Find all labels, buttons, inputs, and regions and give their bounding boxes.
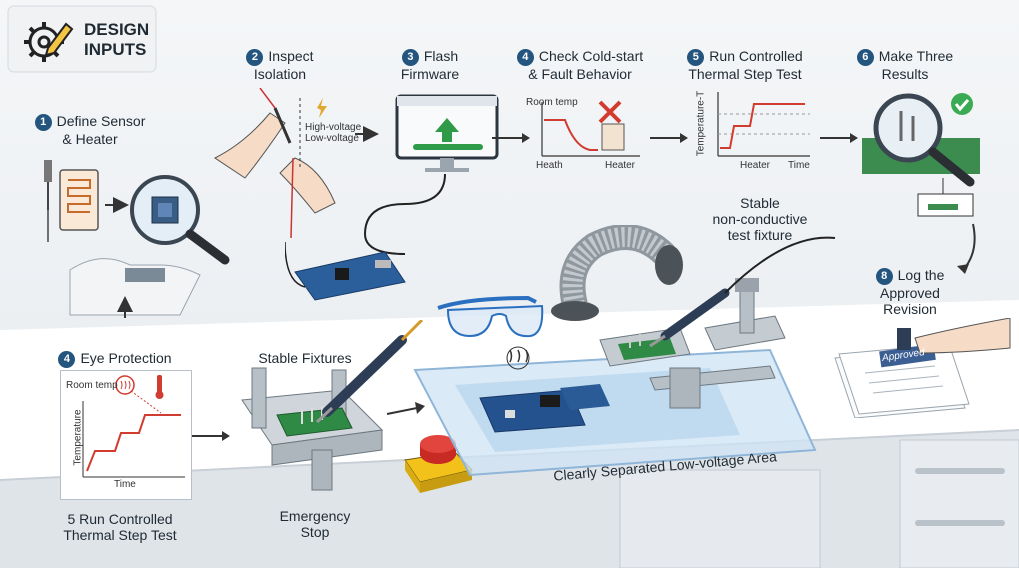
arrow-to-area	[386, 402, 425, 415]
stable-fixtures-label: Stable Fixtures	[258, 350, 352, 366]
temperature-label: Temperature	[72, 409, 84, 466]
heath-label: Heath	[536, 160, 563, 171]
arrow-5-6	[820, 133, 858, 143]
arrow-to-fixtures	[192, 431, 230, 441]
room-temp-label: Room temp	[526, 97, 578, 108]
eye-protection-graph-box	[60, 370, 192, 500]
room-temp2-label: Room temp	[66, 380, 118, 391]
high-voltage-label: High-voltage	[305, 122, 362, 133]
heater-label: Heater	[605, 160, 636, 171]
thermal-graph-small	[82, 375, 185, 478]
safety-glasses	[437, 295, 544, 338]
non-conductive-fixture	[599, 236, 836, 409]
time2-label: Time	[114, 479, 136, 490]
gear-pencil-icon	[24, 22, 74, 62]
arrow-6-8	[957, 223, 976, 274]
thermal-step-graph	[717, 92, 810, 157]
flash-firmware-illustration	[285, 94, 499, 301]
heater2-label: Heater	[740, 160, 771, 171]
approved-documents-illustration	[834, 318, 1011, 418]
three-results-illustration	[862, 93, 980, 217]
cold-start-graph	[541, 100, 640, 157]
arrow-4-5	[650, 133, 688, 143]
fume-extractor	[551, 225, 683, 321]
sensor-heater-illustration	[44, 160, 230, 318]
low-voltage-label: Low-voltage	[305, 133, 359, 144]
arrow-3-4	[492, 133, 530, 143]
inspect-isolation-illustration	[214, 88, 379, 238]
stable-fixture-illustration	[241, 320, 424, 491]
emergency-stop-button	[404, 435, 473, 493]
temperature-t-label: Temperature-T	[695, 90, 707, 157]
time-label: Time	[788, 160, 810, 171]
